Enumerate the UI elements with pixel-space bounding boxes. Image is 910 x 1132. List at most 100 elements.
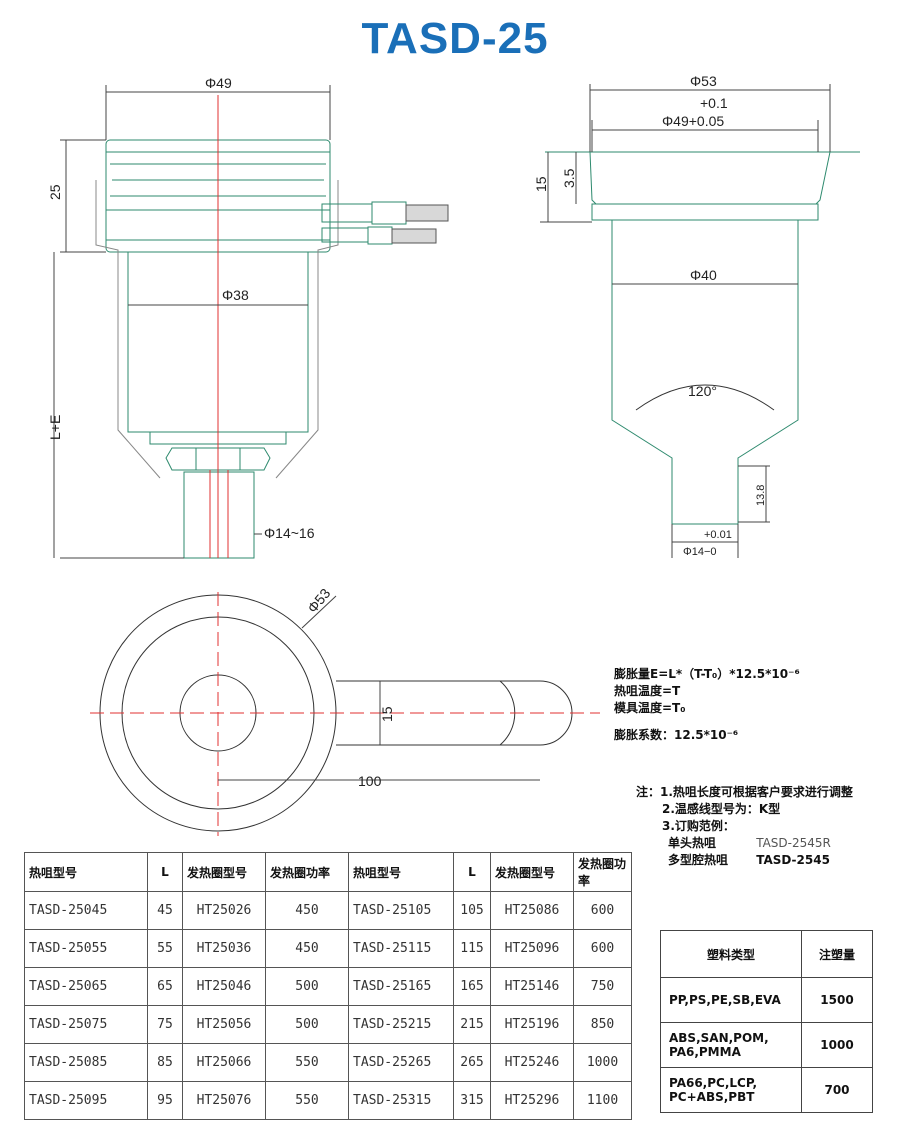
header-cell: L [147, 852, 183, 892]
table-cell: 550 [265, 1043, 349, 1082]
dim-tol-plus: +0.1 [700, 95, 728, 111]
table-row: TASD-25095 95 HT25076 550 TASD-25315 315… [24, 1081, 632, 1120]
table-cell: TASD-25165 [348, 967, 454, 1006]
dim-tol-001: +0.01 [704, 529, 732, 541]
spec-table: 热咀型号 L 发热圈型号 发热圈功率 热咀型号 L 发热圈型号 发热圈功率 TA… [24, 852, 632, 1120]
dim-d49-005: Φ49+0.05 [662, 113, 724, 129]
formula-line: 热咀温度=T [614, 684, 681, 698]
header-cell: 热咀型号 [24, 852, 148, 892]
spec-header-row: 热咀型号 L 发热圈型号 发热圈功率 热咀型号 L 发热圈型号 发热圈功率 [24, 852, 632, 892]
table-cell: 115 [453, 929, 491, 968]
table-cell: TASD-25215 [348, 1005, 454, 1044]
header-cell: 塑料类型 [660, 930, 802, 978]
notes-block: 注：1.热咀长度可根据客户要求进行调整 2.温感线型号为：K型 3.订购范例： … [636, 784, 853, 869]
table-cell: HT25296 [490, 1081, 574, 1120]
table-cell: HT25246 [490, 1043, 574, 1082]
table-cell: TASD-25075 [24, 1005, 148, 1044]
table-cell: TASD-25105 [348, 891, 454, 930]
table-cell: HT25146 [490, 967, 574, 1006]
table-cell: 600 [573, 929, 632, 968]
table-cell: TASD-25045 [24, 891, 148, 930]
table-cell: 265 [453, 1043, 491, 1082]
table-cell: 1100 [573, 1081, 632, 1120]
section-view-dimensions [540, 84, 831, 558]
plastic-header-row: 塑料类型 注塑量 [660, 930, 873, 978]
header-cell: 发热圈功率 [265, 852, 349, 892]
table-cell: 75 [147, 1005, 183, 1044]
table-cell: HT25036 [182, 929, 266, 968]
table-cell: HT25196 [490, 1005, 574, 1044]
table-cell: TASD-25065 [24, 967, 148, 1006]
section-view [545, 151, 860, 525]
dim-h138: 13.8 [755, 485, 767, 506]
table-cell: 55 [147, 929, 183, 968]
table-cell: 750 [573, 967, 632, 1006]
dim-d53: Φ53 [690, 73, 717, 89]
table-cell: 95 [147, 1081, 183, 1120]
table-row: PP,PS,PE,SB,EVA 1500 [660, 977, 873, 1023]
header-cell: 注塑量 [801, 930, 873, 978]
formula-block: 膨胀量E=L*（T-T₀）*12.5*10⁻⁶ 热咀温度=T 模具温度=T₀ 膨… [614, 666, 800, 744]
table-cell: HT25066 [182, 1043, 266, 1082]
dim-d49: Φ49 [205, 75, 232, 91]
top-view-dimensions [218, 595, 540, 781]
note-line: 2.温感线型号为：K型 [662, 802, 781, 816]
table-cell: 700 [801, 1067, 873, 1113]
example-value: TASD-2545R [756, 836, 831, 850]
table-cell: HT25076 [182, 1081, 266, 1120]
header-cell: 发热圈型号 [182, 852, 266, 892]
top-view-centerlines [90, 592, 600, 836]
table-cell: 1500 [801, 977, 873, 1023]
dim-top-d53: Φ53 [304, 585, 334, 616]
dim-le: L+E [47, 415, 63, 440]
table-cell: HT25096 [490, 929, 574, 968]
table-cell: TASD-25095 [24, 1081, 148, 1120]
front-view-dimensions [53, 85, 331, 559]
example-label: 多型腔热咀 [668, 853, 729, 867]
table-cell: 215 [453, 1005, 491, 1044]
table-cell: 550 [265, 1081, 349, 1120]
dim-angle: 120° [688, 383, 717, 399]
table-row: TASD-25085 85 HT25066 550 TASD-25265 265… [24, 1043, 632, 1082]
dim-h35: 3.5 [561, 168, 577, 188]
formula-line: 膨胀量E=L*（T-T₀）*12.5*10⁻⁶ [614, 667, 800, 681]
table-cell: 600 [573, 891, 632, 930]
table-cell: PA66,PC,LCP, PC+ABS,PBT [660, 1067, 802, 1113]
table-row: TASD-25075 75 HT25056 500 TASD-25215 215… [24, 1005, 632, 1044]
page-title: TASD-25 [361, 14, 549, 63]
table-cell: TASD-25085 [24, 1043, 148, 1082]
example-label: 单头热咀 [668, 836, 717, 850]
header-cell: 发热圈功率 [573, 852, 632, 892]
table-cell: 1000 [801, 1022, 873, 1068]
plastic-table: 塑料类型 注塑量 PP,PS,PE,SB,EVA 1500 ABS,SAN,PO… [660, 930, 873, 1113]
table-cell: HT25026 [182, 891, 266, 930]
table-cell: TASD-25315 [348, 1081, 454, 1120]
table-cell: 165 [453, 967, 491, 1006]
table-cell: 105 [453, 891, 491, 930]
table-cell: 500 [265, 967, 349, 1006]
note-line: 注：1.热咀长度可根据客户要求进行调整 [636, 785, 853, 799]
table-cell: 500 [265, 1005, 349, 1044]
table-cell: PP,PS,PE,SB,EVA [660, 977, 802, 1023]
dim-d14-16: Φ14~16 [264, 525, 315, 541]
table-cell: HT25056 [182, 1005, 266, 1044]
table-cell: 45 [147, 891, 183, 930]
table-row: PA66,PC,LCP, PC+ABS,PBT 700 [660, 1067, 873, 1113]
table-row: TASD-25055 55 HT25036 450 TASD-25115 115… [24, 929, 632, 968]
dim-top-15: 15 [379, 706, 395, 722]
table-cell: HT25046 [182, 967, 266, 1006]
table-cell: 85 [147, 1043, 183, 1082]
formula-line: 膨胀系数：12.5*10⁻⁶ [614, 728, 739, 742]
dim-d38: Φ38 [222, 287, 249, 303]
table-cell: TASD-25265 [348, 1043, 454, 1082]
dim-d40: Φ40 [690, 267, 717, 283]
table-cell: 450 [265, 929, 349, 968]
dim-h15: 15 [533, 176, 549, 192]
header-cell: 发热圈型号 [490, 852, 574, 892]
header-cell: 热咀型号 [348, 852, 454, 892]
front-view [95, 95, 449, 559]
table-cell: 1000 [573, 1043, 632, 1082]
table-cell: TASD-25055 [24, 929, 148, 968]
table-cell: ABS,SAN,POM, PA6,PMMA [660, 1022, 802, 1068]
